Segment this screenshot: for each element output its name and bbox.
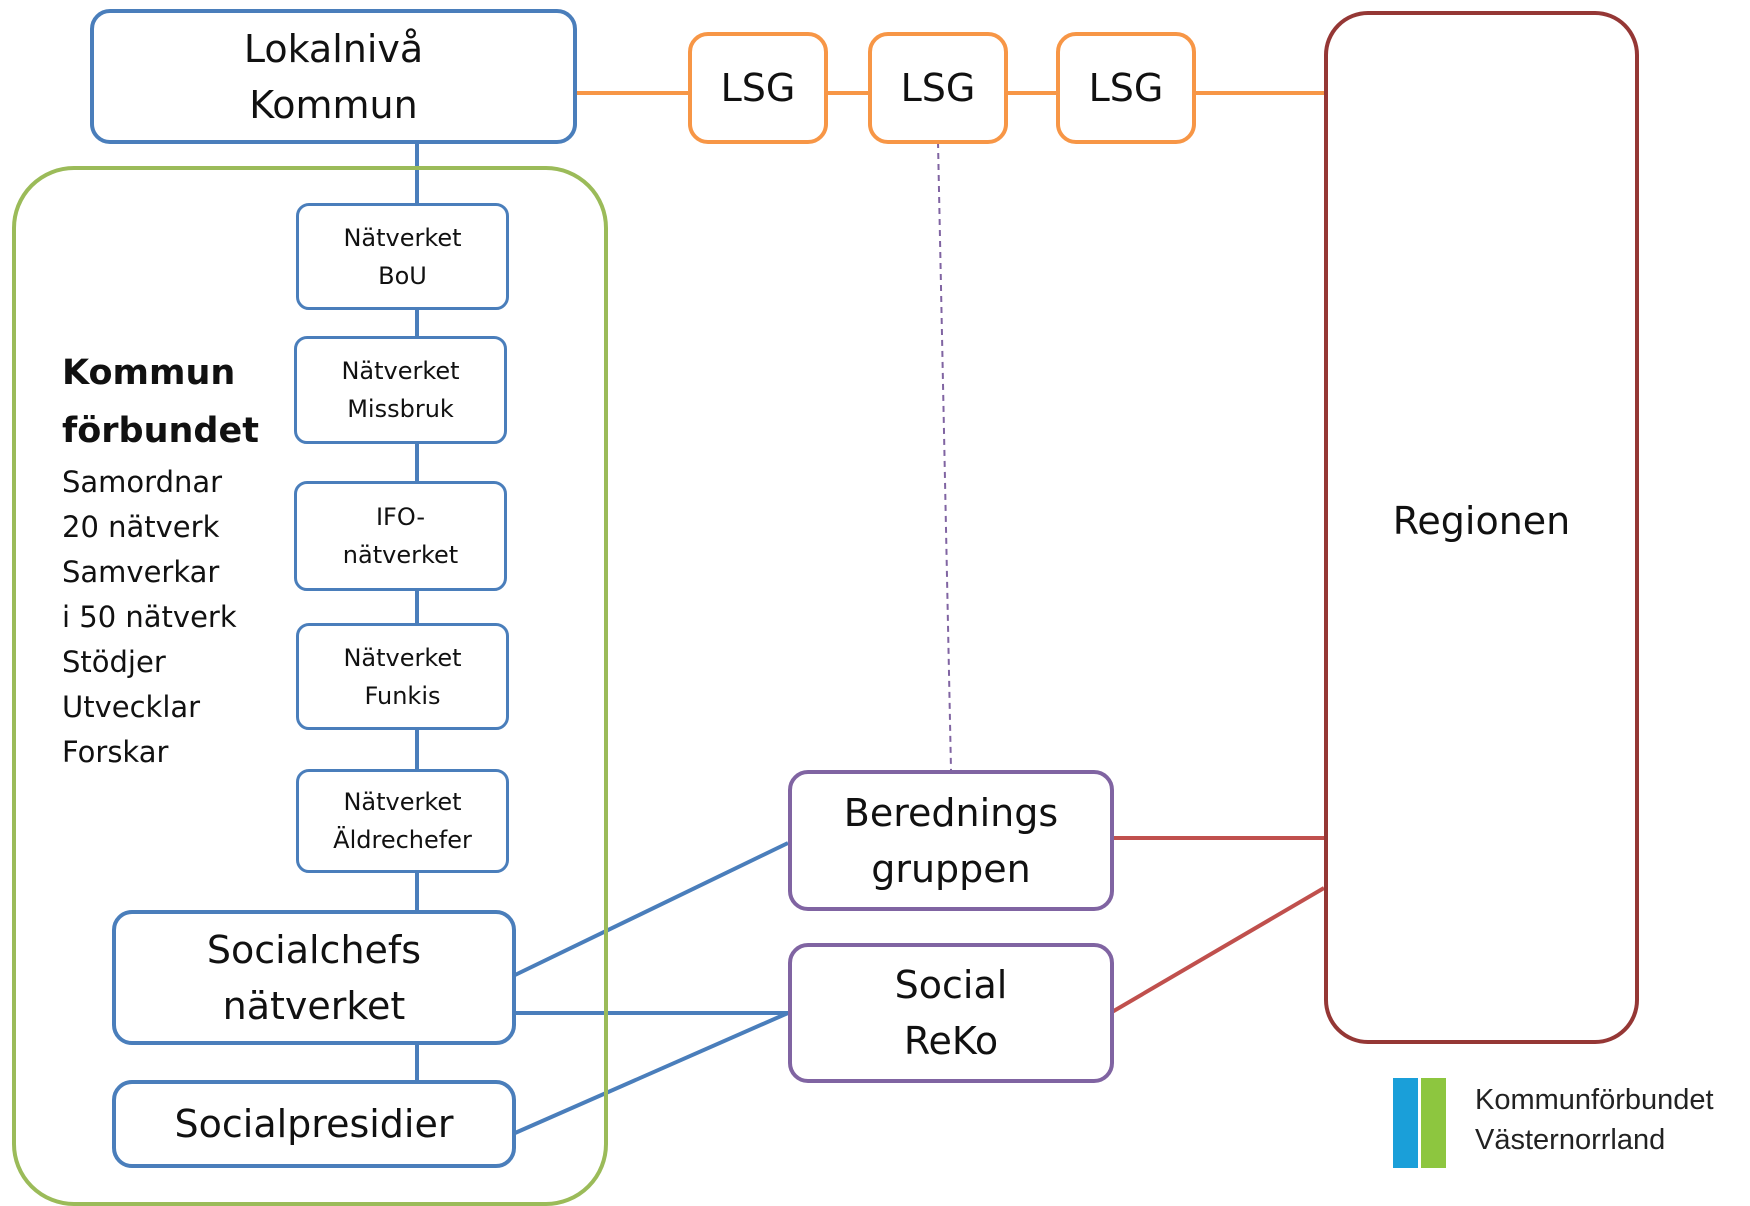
socialpresidier-box: Socialpresidier (112, 1080, 516, 1168)
sidebar-title-line2: förbundet (62, 411, 259, 451)
network-box-ifo: IFO- nätverket (294, 481, 507, 591)
socialchefs-line1: Socialchefs (206, 927, 422, 972)
network-label-line1: IFO- (375, 503, 426, 531)
connector-reko-region (1110, 886, 1326, 1014)
sidebar-title-line1: Kommun (62, 353, 236, 393)
lsg-box-2: LSG (868, 32, 1008, 144)
beredning-line2: gruppen (871, 846, 1031, 891)
socialchefs-line2: nätverket (222, 983, 406, 1028)
connector-socialpresidier-reko (514, 1011, 789, 1135)
sidebar-line: i 50 nätverk (62, 600, 237, 634)
sidebar-line: Utvecklar (62, 690, 201, 724)
regionen-box: Regionen (1324, 11, 1639, 1044)
lokalniva-kommun-line1: Lokalnivå (243, 26, 424, 71)
sidebar-line: Forskar (62, 735, 169, 769)
lsg-box-1: LSG (688, 32, 828, 144)
lokalniva-kommun-line2: Kommun (249, 82, 418, 127)
network-box-bou: Nätverket BoU (296, 203, 509, 310)
logo-bar-green (1421, 1078, 1446, 1168)
socialpresidier-label: Socialpresidier (174, 1102, 454, 1146)
network-box-funkis: Nätverket Funkis (296, 623, 509, 730)
lokalniva-kommun-box: Lokalnivå Kommun (90, 9, 577, 144)
network-label-line2: BoU (378, 261, 427, 290)
lsg-label: LSG (900, 66, 976, 110)
regionen-label: Regionen (1392, 498, 1571, 543)
reko-line2: ReKo (903, 1019, 999, 1063)
connector-socialchefs-beredning (514, 841, 789, 977)
network-label-line2: Äldrechefer (333, 826, 472, 854)
network-label-line1: Nätverket (343, 223, 462, 252)
lsg-label: LSG (1088, 66, 1164, 110)
logo-text-line2: Västernorrland (1475, 1124, 1666, 1156)
network-box-aldrechefer: Nätverket Äldrechefer (296, 769, 509, 873)
social-reko-box: Social ReKo (788, 943, 1114, 1083)
socialchefs-natverket-box: Socialchefs nätverket (112, 910, 516, 1045)
sidebar-line: Stödjer (62, 645, 166, 679)
network-label-line1: Nätverket (343, 788, 462, 816)
kommunforbundet-logo: Kommunförbundet Västernorrland (1393, 1078, 1738, 1168)
logo-text-line1: Kommunförbundet (1475, 1084, 1714, 1116)
sidebar-line: 20 nätverk (62, 510, 220, 544)
network-label-line2: Missbruk (347, 395, 454, 423)
kommunforbundet-description: Kommun förbundet Samordnar 20 nätverk Sa… (62, 344, 302, 775)
network-label-line1: Nätverket (341, 357, 460, 385)
lsg-label: LSG (720, 66, 796, 110)
sidebar-line: Samverkar (62, 555, 220, 589)
connector-lsg-beredning (937, 141, 952, 771)
network-box-missbruk: Nätverket Missbruk (294, 336, 507, 444)
beredningsgruppen-box: Berednings gruppen (788, 770, 1114, 911)
sidebar-line: Samordnar (62, 465, 223, 499)
logo-bar-blue (1393, 1078, 1418, 1168)
lsg-box-3: LSG (1056, 32, 1196, 144)
network-label-line2: Funkis (364, 681, 441, 710)
beredning-line1: Berednings (843, 790, 1059, 835)
reko-line1: Social (894, 963, 1008, 1007)
network-label-line1: Nätverket (343, 643, 462, 672)
network-label-line2: nätverket (342, 541, 459, 569)
